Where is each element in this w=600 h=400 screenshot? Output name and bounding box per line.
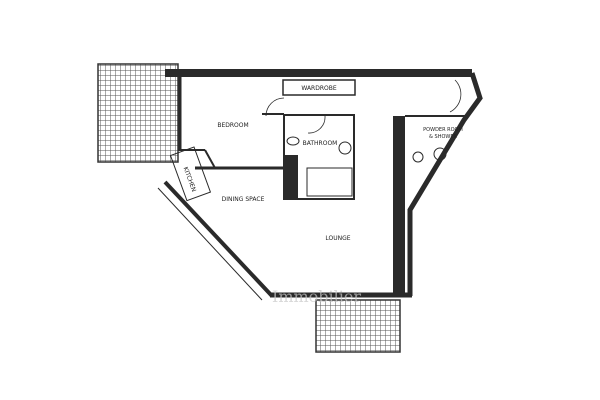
watermark: Immobilier: [272, 287, 361, 306]
label-lounge: LOUNGE: [325, 235, 350, 242]
label-powder-room: POWDER ROOM: [423, 127, 463, 133]
label-kitchen: KITCHEN: [182, 166, 197, 193]
label-shower: & SHOWER: [429, 134, 457, 140]
label-bathroom: BATHROOM: [303, 140, 338, 147]
balcony-bottom: [315, 299, 401, 353]
label-bedroom: BEDROOM: [217, 122, 248, 129]
walls: [157, 69, 483, 301]
label-dining-space: DINING SPACE: [222, 196, 265, 203]
label-wardrobe: WARDROBE: [301, 85, 337, 92]
balcony-left: [97, 63, 179, 163]
